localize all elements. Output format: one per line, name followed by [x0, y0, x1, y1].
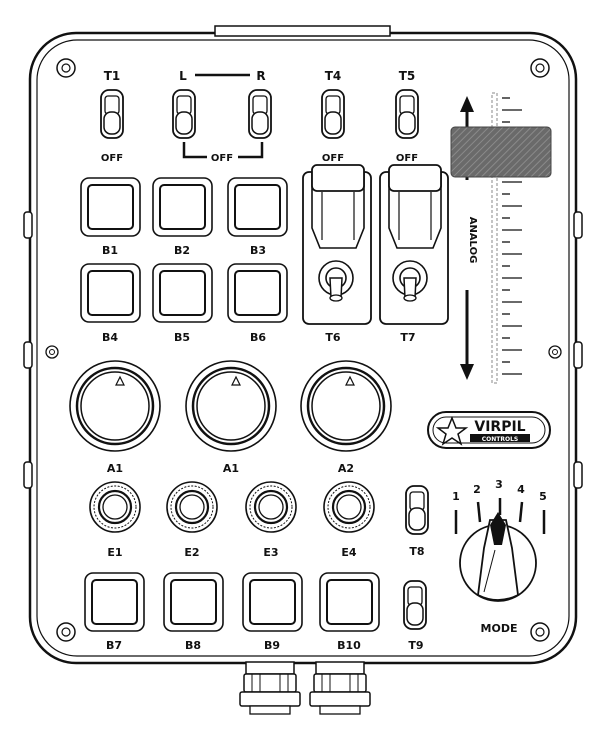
- logo-brand: VIRPIL: [474, 419, 525, 435]
- logo-sub: CONTROLS: [482, 436, 518, 443]
- button-b6[interactable]: [227, 263, 288, 323]
- button-b7-label: B7: [106, 639, 122, 652]
- screw: [548, 345, 562, 359]
- button-b4[interactable]: [80, 263, 141, 323]
- encoder-e1[interactable]: [89, 481, 141, 533]
- mode-positions: [454, 498, 546, 534]
- t9-toggle-switch[interactable]: [403, 580, 427, 630]
- t1-label: T1: [104, 69, 121, 83]
- encoder-e3[interactable]: [245, 481, 297, 533]
- t1-toggle-switch[interactable]: [100, 89, 124, 139]
- t6-guarded-toggle[interactable]: [302, 164, 372, 325]
- button-b9-label: B9: [264, 639, 280, 652]
- encoder-e4-label: E4: [341, 546, 357, 559]
- encoder-e4[interactable]: [323, 481, 375, 533]
- knob-indicator-icon: [345, 375, 355, 386]
- enclosure: [23, 25, 583, 665]
- t4-toggle-switch[interactable]: [321, 89, 345, 139]
- lr-bracket-bottom: [182, 142, 264, 159]
- virpil-logo: VIRPIL CONTROLS: [427, 411, 551, 449]
- encoder-e1-label: E1: [107, 546, 122, 559]
- t6-label: T6: [325, 331, 341, 344]
- button-b2[interactable]: [152, 177, 213, 237]
- knob-a1-center-label: A1: [223, 462, 239, 475]
- slider-track: [491, 92, 498, 384]
- analog-slider[interactable]: [450, 92, 552, 384]
- arrow-down-head: [460, 364, 474, 380]
- analog-label: ANALOG: [467, 217, 478, 264]
- knob-a1-center[interactable]: [185, 360, 277, 452]
- t8-toggle-switch[interactable]: [405, 485, 429, 535]
- t8-label: T8: [409, 545, 424, 558]
- t7-label: T7: [400, 331, 415, 344]
- mode-pos-3: 3: [495, 478, 503, 491]
- mode-pos-1: 1: [452, 490, 460, 503]
- slider-handle[interactable]: [450, 126, 552, 178]
- button-b2-label: B2: [174, 244, 190, 257]
- button-b1[interactable]: [80, 177, 141, 237]
- button-b6-label: B6: [250, 331, 266, 344]
- t4-state-label: OFF: [322, 153, 344, 164]
- screw: [56, 58, 76, 78]
- t5-label: T5: [399, 69, 416, 83]
- t1-state-label: OFF: [101, 153, 123, 164]
- button-b8[interactable]: [163, 572, 224, 632]
- knob-a2[interactable]: [300, 360, 392, 452]
- button-b4-label: B4: [102, 331, 118, 344]
- button-b10[interactable]: [319, 572, 380, 632]
- button-b9[interactable]: [242, 572, 303, 632]
- button-b10-label: B10: [337, 639, 361, 652]
- connector-left: [239, 661, 301, 715]
- star-icon: [435, 415, 469, 446]
- r-toggle-switch[interactable]: [248, 89, 272, 139]
- lr-state-label: OFF: [211, 153, 233, 164]
- button-b8-label: B8: [185, 639, 201, 652]
- button-b3[interactable]: [227, 177, 288, 237]
- screw: [45, 345, 59, 359]
- mode-pos-4: 4: [517, 483, 525, 496]
- encoder-e2-label: E2: [184, 546, 199, 559]
- knob-a2-label: A2: [338, 462, 354, 475]
- button-b7[interactable]: [84, 572, 145, 632]
- t7-guarded-toggle[interactable]: [379, 164, 449, 325]
- button-b3-label: B3: [250, 244, 266, 257]
- mode-pos-2: 2: [473, 483, 481, 496]
- knob-indicator-icon: [231, 375, 241, 386]
- knob-a1-left-label: A1: [107, 462, 123, 475]
- encoder-e2[interactable]: [166, 481, 218, 533]
- t5-toggle-switch[interactable]: [395, 89, 419, 139]
- lr-left-label: L: [179, 69, 187, 83]
- screw: [530, 58, 550, 78]
- mode-label: MODE: [481, 622, 518, 635]
- mode-pos-5: 5: [539, 490, 547, 503]
- t9-label: T9: [408, 639, 423, 652]
- l-toggle-switch[interactable]: [172, 89, 196, 139]
- mode-rotary-switch[interactable]: [459, 512, 537, 602]
- screw: [56, 622, 76, 642]
- button-b5-label: B5: [174, 331, 190, 344]
- t4-label: T4: [325, 69, 342, 83]
- button-b5[interactable]: [152, 263, 213, 323]
- knob-a1-left[interactable]: [69, 360, 161, 452]
- button-b1-label: B1: [102, 244, 118, 257]
- arrow-up-head: [460, 96, 474, 112]
- connector-right: [309, 661, 371, 715]
- screw: [530, 622, 550, 642]
- knob-indicator-icon: [115, 375, 125, 386]
- t5-state-label: OFF: [396, 153, 418, 164]
- encoder-e3-label: E3: [263, 546, 278, 559]
- lr-right-label: R: [256, 69, 265, 83]
